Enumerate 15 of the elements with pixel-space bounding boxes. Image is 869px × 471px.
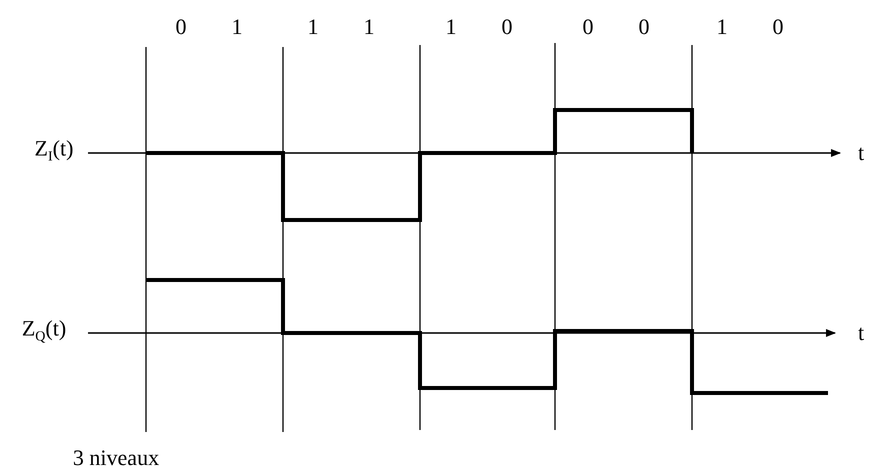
bit-label: 1: [232, 14, 242, 40]
axis-label: t: [858, 140, 864, 166]
signal-label: Z$_{Q}$(t): [22, 315, 66, 347]
bit-label: 0: [582, 14, 594, 40]
bit-label: 0: [176, 14, 186, 40]
bit-label: 0: [772, 14, 784, 40]
axis-label: t: [858, 320, 864, 346]
bit-label: 0: [638, 14, 650, 40]
note-text: 3 niveaux: [72, 445, 160, 471]
bit-label: 0: [502, 14, 512, 40]
bit-label: 1: [364, 14, 374, 40]
bit-label: 1: [716, 14, 728, 40]
bit-label: 1: [446, 14, 456, 40]
bit-label: 1: [308, 14, 318, 40]
signal-label: Z$_{I}$(t): [34, 135, 74, 167]
